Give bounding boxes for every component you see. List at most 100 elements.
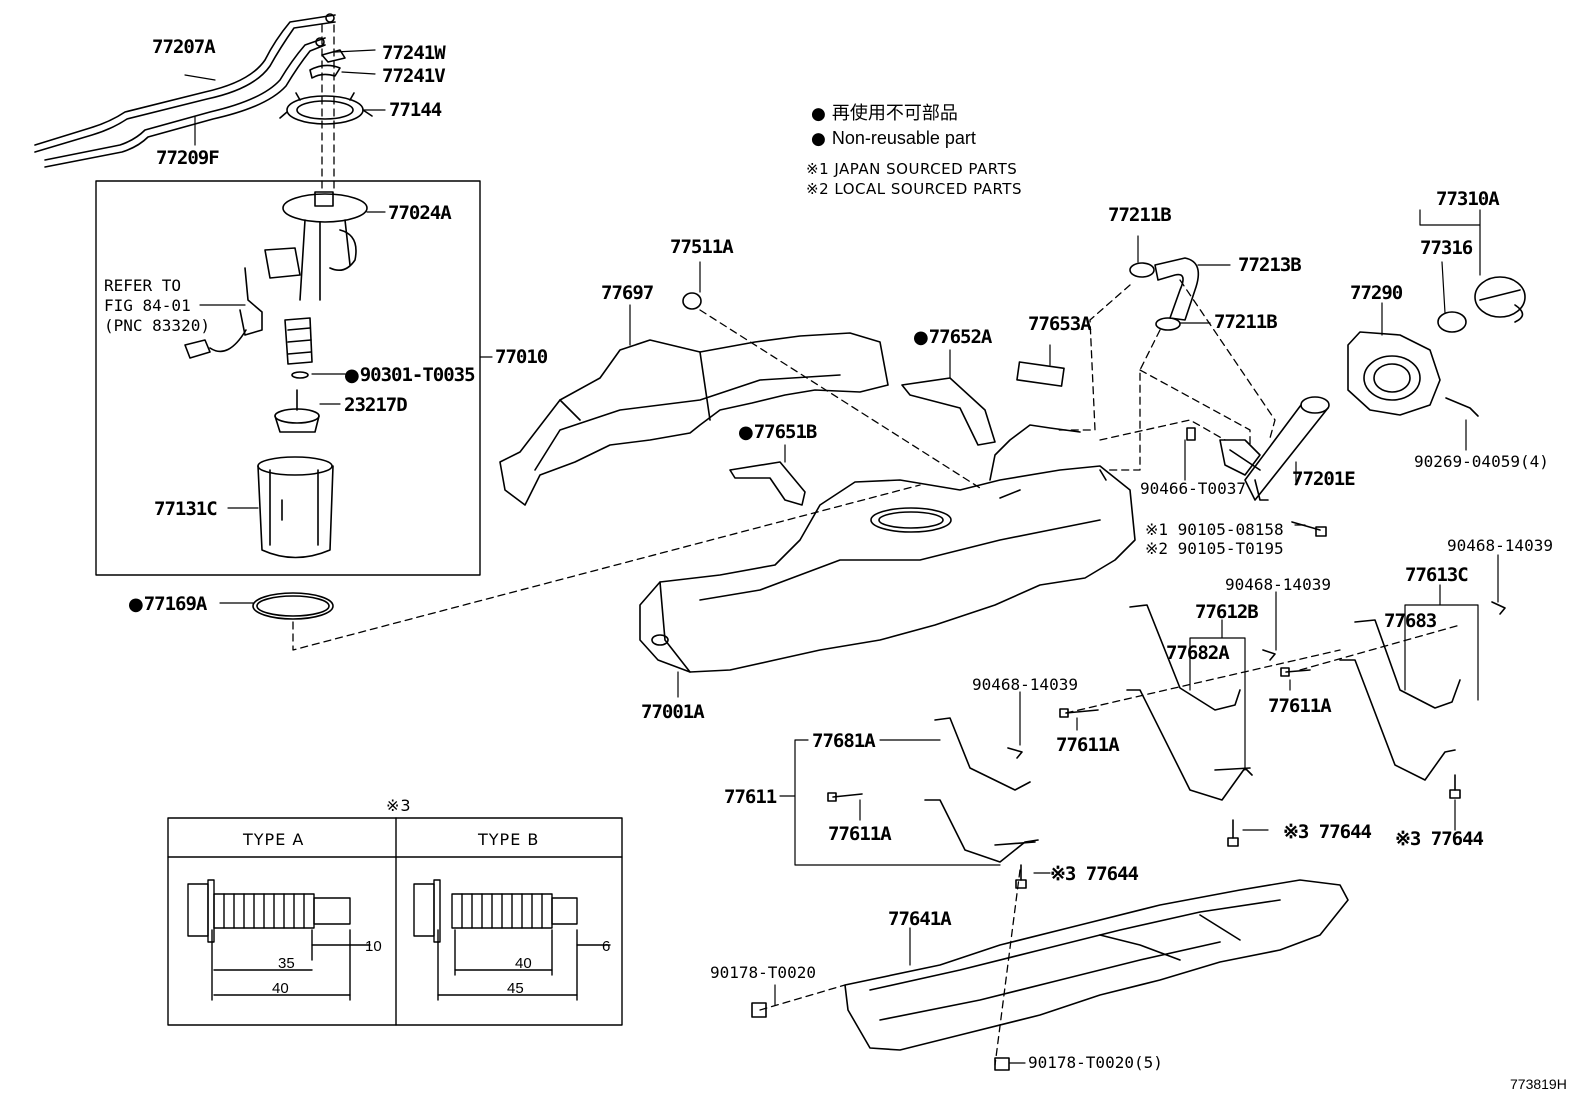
label-77169A: 77169A	[128, 595, 208, 614]
label-77613C: 77613C	[1405, 564, 1469, 586]
screw-90269	[1445, 397, 1479, 417]
label-77644-right: ※3 77644	[1283, 821, 1372, 843]
inset-type-a-heading: TYPE A	[243, 830, 305, 849]
bolt-77644-mid	[1227, 819, 1239, 847]
clamp-77211B-bottom	[1155, 317, 1181, 331]
label-90105-T0195: ※2 90105-T0195	[1145, 539, 1284, 558]
gasket-77316	[1437, 311, 1467, 333]
label-77697: 77697	[601, 282, 654, 304]
label-77653A: 77653A	[1028, 313, 1092, 335]
label-90178-T0020-5: 90178-T0020(5)	[1028, 1053, 1163, 1072]
grommet-77511A	[682, 292, 702, 310]
figure-number: 773819H	[1510, 1076, 1567, 1092]
label-77651B: 77651B	[738, 423, 818, 442]
inset-note: ※3	[386, 796, 412, 815]
inset-type-b-heading: TYPE B	[478, 830, 540, 849]
strap-77613C	[1339, 619, 1461, 781]
clip-90466	[1186, 427, 1196, 441]
filler-pipe-77201E	[1219, 396, 1330, 501]
leader-lines	[184, 49, 1499, 1064]
dim-a-10: 10	[365, 938, 382, 955]
pump-assembly-box	[95, 180, 481, 576]
label-90178-T0020: 90178-T0020	[710, 963, 816, 982]
dim-b-6: 6	[602, 938, 611, 955]
protector-77652A	[901, 377, 996, 446]
label-77611: 77611	[724, 786, 777, 808]
label-77241V: 77241V	[382, 65, 446, 87]
clamp-77211B-top	[1129, 262, 1155, 278]
label-77211B-bottom: 77211B	[1214, 311, 1278, 333]
label-77207A: 77207A	[152, 36, 216, 58]
bolt-77611A-right	[1280, 667, 1311, 677]
legend-non-reusable-en: ●Non-reusable part	[811, 128, 976, 149]
label-23217D: 23217D	[344, 394, 408, 416]
label-77310A: 77310A	[1436, 188, 1500, 210]
label-77682A: 77682A	[1166, 642, 1230, 664]
protector-77651B	[729, 461, 806, 506]
nut-90178-bottom	[994, 1057, 1010, 1071]
bolt-type-b	[413, 879, 611, 1001]
fuel-tube-77207A	[34, 13, 336, 153]
label-77652A: 77652A	[913, 328, 993, 347]
gasket-77169A	[252, 592, 334, 620]
bolt-77644-left	[1015, 864, 1027, 889]
pump-bracket-77131C	[257, 456, 334, 559]
label-90269-04059: 90269-04059(4)	[1414, 452, 1549, 471]
dim-b-45: 45	[507, 980, 524, 997]
label-77644-left: ※3 77644	[1395, 828, 1484, 850]
legend-note-1: ※1 JAPAN SOURCED PARTS	[806, 160, 1018, 178]
label-90466-T0037: 90466-T0037	[1140, 479, 1246, 498]
label-77611A-mid: 77611A	[1056, 734, 1120, 756]
label-77612B: 77612B	[1195, 601, 1259, 623]
label-77611A-right: 77611A	[1268, 695, 1332, 717]
clip-77241V	[309, 64, 341, 79]
clip-90468-low	[1007, 747, 1023, 759]
label-77683: 77683	[1384, 610, 1437, 632]
filler-housing-77290	[1347, 331, 1441, 416]
label-77611A-left: 77611A	[828, 823, 892, 845]
pad-77653A	[1016, 361, 1065, 387]
label-refer-pnc: (PNC 83320)	[104, 316, 210, 335]
label-77209F: 77209F	[156, 147, 220, 169]
dim-a-40: 40	[272, 980, 289, 997]
bolt-90105	[1291, 521, 1327, 537]
legend-non-reusable-jp: ●再使用不可部品	[811, 103, 958, 124]
hose-77213B	[1154, 257, 1200, 321]
label-77681A: 77681A	[812, 730, 876, 752]
fuel-tube-77209F	[44, 37, 326, 168]
fuel-cap-77310A	[1474, 276, 1526, 323]
label-77241W: 77241W	[382, 42, 446, 64]
strap-77681A	[924, 717, 1039, 863]
legend-note-2: ※2 LOCAL SOURCED PARTS	[806, 180, 1022, 198]
bolt-77611A-left	[827, 792, 863, 802]
label-90105-08158: ※1 90105-08158	[1145, 520, 1284, 539]
protector-77697	[499, 332, 889, 506]
retainer-ring-77144	[279, 92, 373, 125]
dim-b-40: 40	[515, 955, 532, 972]
label-77316: 77316	[1420, 237, 1473, 259]
bolt-77644-right	[1449, 774, 1461, 799]
label-90468-14039-right: 90468-14039	[1447, 536, 1553, 555]
label-77211B-top: 77211B	[1108, 204, 1172, 226]
label-77131C: 77131C	[154, 498, 218, 520]
label-refer-to: REFER TO	[104, 276, 182, 295]
label-77001A: 77001A	[641, 701, 705, 723]
label-77010: 77010	[495, 346, 548, 368]
o-ring-90301	[291, 371, 309, 379]
regulator-23217D	[274, 389, 320, 433]
label-77144: 77144	[389, 99, 442, 121]
label-77641A: 77641A	[888, 908, 952, 930]
label-refer-fig: FIG 84-01	[104, 296, 191, 315]
fuel-filter	[284, 317, 313, 365]
fuel-tank-77001A	[639, 424, 1136, 673]
bolt-type-a	[187, 879, 371, 1001]
label-77213B: 77213B	[1238, 254, 1302, 276]
nut-90178-left	[751, 1002, 767, 1018]
dim-a-35: 35	[278, 955, 295, 972]
label-77290: 77290	[1350, 282, 1403, 304]
label-77644-mid: ※3 77644	[1050, 863, 1139, 885]
clip-90468-right	[1491, 601, 1506, 615]
strap-77612B	[1126, 604, 1253, 801]
label-77024A: 77024A	[388, 202, 452, 224]
